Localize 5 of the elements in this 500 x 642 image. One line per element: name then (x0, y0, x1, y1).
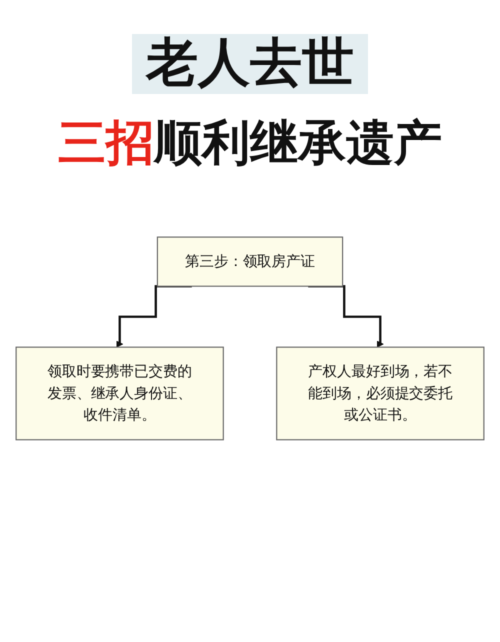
node-box: 第三步：领取房产证 (156, 236, 344, 287)
node-box: 产权人最好到场，若不能到场，必须提交委托或公证书。 (276, 346, 484, 440)
title: 老人去世 (132, 34, 368, 94)
node-box: 领取时要携带已交费的发票、继承人身份证、收件清单。 (16, 346, 224, 440)
subtitle: 三招顺利继承遗产 (58, 116, 442, 171)
